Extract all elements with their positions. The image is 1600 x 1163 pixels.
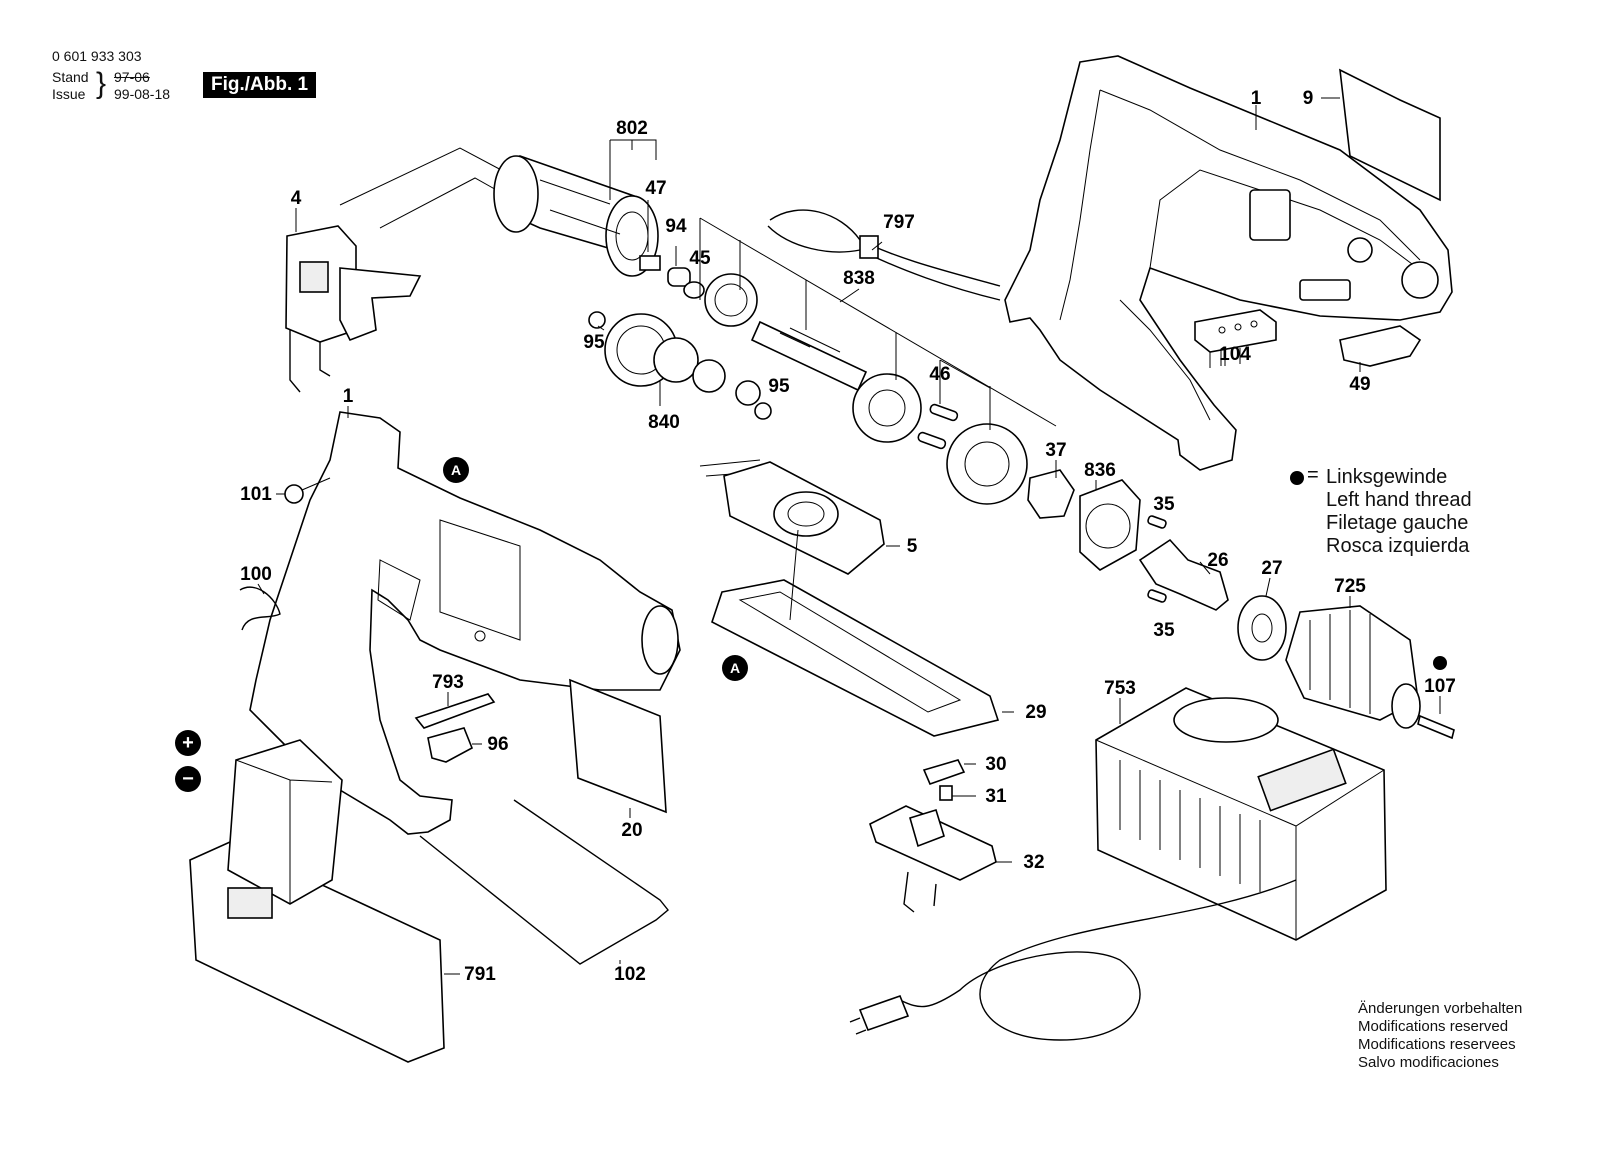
- housing-half-right: [1004, 55, 1453, 471]
- svg-text:A: A: [730, 660, 740, 676]
- part-32: [869, 805, 997, 913]
- label-plate-9: [1339, 68, 1441, 202]
- part-label: 725: [1334, 576, 1366, 597]
- cable-100: [239, 586, 281, 631]
- part-96: [427, 727, 474, 763]
- legend-line-en: Left hand thread: [1326, 489, 1472, 511]
- charger-753: [1095, 687, 1387, 941]
- part-label: 35: [1153, 620, 1175, 641]
- part-label: 35: [1153, 494, 1175, 515]
- part-label: 100: [240, 564, 272, 585]
- switch: [285, 225, 422, 393]
- part-label: 4: [291, 188, 302, 209]
- part-label: 104: [1219, 344, 1251, 365]
- stand-label: Stand: [52, 69, 89, 85]
- selector-5: [699, 459, 885, 575]
- legend-equals: =: [1307, 464, 1319, 486]
- motor: [339, 147, 661, 277]
- part-label: 29: [1025, 702, 1046, 723]
- marker-plus: +: [175, 730, 201, 756]
- wire-102: [419, 799, 669, 965]
- part-31: [939, 785, 953, 801]
- leader-lines: [257, 97, 1441, 975]
- issue-label: Issue: [52, 86, 86, 102]
- part-label: 797: [883, 212, 915, 233]
- part-label: 46: [929, 364, 950, 385]
- gear-train: [588, 267, 1287, 661]
- part-label: 20: [621, 820, 642, 841]
- legend-line-de: Linksgewinde: [1326, 466, 1448, 488]
- part-label: 793: [432, 672, 464, 693]
- part-49: [1339, 325, 1422, 367]
- part-label: 47: [645, 178, 666, 199]
- svg-text:−: −: [182, 768, 194, 790]
- legend: Linksgewinde Left hand thread Filetage g…: [1326, 466, 1472, 558]
- marker-minus: −: [175, 766, 201, 792]
- notice-line-es: Salvo modificaciones: [1358, 1054, 1499, 1071]
- legend-line-fr: Filetage gauche: [1326, 512, 1469, 534]
- part-label: 96: [487, 734, 508, 755]
- notice-line-fr: Modifications reservees: [1358, 1036, 1516, 1053]
- battery-pack: [189, 739, 445, 1063]
- left-thread-dot-icon: [1290, 471, 1304, 485]
- part-label: 1: [343, 386, 354, 407]
- part-label: 5: [907, 536, 918, 557]
- part-label: 95: [768, 376, 790, 397]
- plate-20: [569, 678, 667, 814]
- part-label: 32: [1023, 852, 1044, 873]
- part-label: 107: [1424, 676, 1456, 697]
- svg-text:+: +: [182, 732, 194, 754]
- part-label: 101: [240, 484, 272, 505]
- part-label: 802: [616, 118, 648, 139]
- part-labels: 1 9 802 47 4 94 45 797 838 95 95 840 104…: [240, 88, 1456, 985]
- part-label: 27: [1261, 558, 1282, 579]
- notice-line-en: Modifications reserved: [1358, 1018, 1509, 1035]
- marker-a-2: A: [722, 655, 748, 681]
- part-label: 95: [583, 332, 605, 353]
- svg-text:A: A: [451, 462, 461, 478]
- part-label: 102: [614, 964, 646, 985]
- part-label: 45: [689, 248, 711, 269]
- figure-badge: Fig./Abb. 1: [203, 72, 317, 98]
- brace-glyph: }: [96, 67, 107, 100]
- screw-107: [1417, 656, 1455, 740]
- wrist-strap-797: [767, 209, 1001, 301]
- part-label: 30: [985, 754, 1006, 775]
- part-label: 840: [648, 412, 680, 433]
- issue-value: 99-08-18: [114, 86, 171, 102]
- cover-29: [711, 529, 1000, 737]
- part-number: 0 601 933 303: [52, 48, 142, 64]
- part-label: 838: [843, 268, 875, 289]
- stand-value: 97-06: [114, 69, 150, 85]
- part-30: [922, 759, 966, 786]
- part-label: 836: [1084, 460, 1116, 481]
- marker-a-1: A: [443, 457, 469, 483]
- part-104: [1194, 309, 1277, 368]
- part-label: 31: [985, 786, 1007, 807]
- part-label: 49: [1349, 374, 1370, 395]
- part-label: 26: [1207, 550, 1228, 571]
- modifications-notice: Änderungen vorbehalten Modifications res…: [1358, 1000, 1522, 1072]
- power-cord: [849, 879, 1297, 1041]
- part-label: 791: [464, 964, 496, 985]
- part-label: 1: [1251, 88, 1262, 109]
- part-793: [414, 693, 496, 729]
- part-label: 94: [665, 216, 687, 237]
- notice-line-de: Änderungen vorbehalten: [1358, 1000, 1523, 1017]
- legend-line-es: Rosca izquierda: [1326, 535, 1470, 557]
- part-label: 37: [1045, 440, 1066, 461]
- housing-half-left: [249, 411, 681, 835]
- chuck-725: [1285, 605, 1421, 729]
- part-label: 753: [1104, 678, 1136, 699]
- part-label: 9: [1303, 88, 1314, 109]
